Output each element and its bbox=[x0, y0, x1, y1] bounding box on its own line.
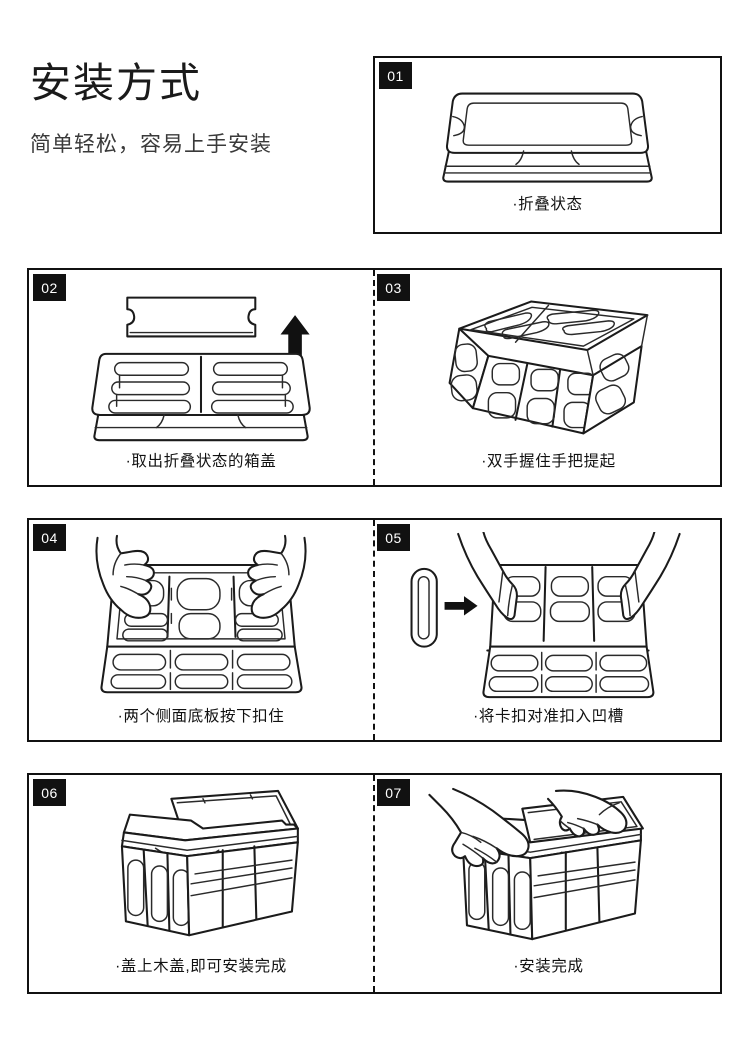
step-panel-06: 06 bbox=[29, 775, 373, 992]
step-panel-01: 01 ·折叠状态 bbox=[373, 56, 722, 234]
page-subtitle: 简单轻松，容易上手安装 bbox=[30, 133, 272, 157]
step-row-04-05: 04 bbox=[27, 518, 722, 742]
step-panel-03: 03 bbox=[373, 270, 724, 485]
step-badge-01: 01 bbox=[379, 62, 412, 89]
panel-divider bbox=[373, 520, 375, 740]
step-caption-05: ·将卡扣对准扣入凹槽 bbox=[473, 708, 624, 725]
step-caption-03: ·双手握住手把提起 bbox=[481, 453, 616, 470]
panel-divider bbox=[373, 775, 375, 992]
step-caption-04: ·两个侧面底板按下扣住 bbox=[117, 708, 285, 725]
step-caption-06: ·盖上木盖,即可安装完成 bbox=[115, 958, 287, 975]
step-badge-04: 04 bbox=[33, 524, 66, 551]
step-row-06-07: 06 bbox=[27, 773, 722, 994]
step-badge-06: 06 bbox=[33, 779, 66, 806]
step-panel-04: 04 bbox=[29, 520, 373, 740]
step-caption-01: ·折叠状态 bbox=[512, 196, 583, 213]
step-caption-02: ·取出折叠状态的箱盖 bbox=[125, 453, 277, 470]
header: 安装方式 简单轻松，容易上手安装 bbox=[30, 60, 370, 158]
step-panel-02: 02 bbox=[29, 270, 373, 485]
page-title: 安装方式 bbox=[30, 60, 202, 106]
step-badge-02: 02 bbox=[33, 274, 66, 301]
illustration-lid-removal bbox=[51, 286, 351, 446]
illustration-hands-closing-box bbox=[393, 785, 704, 953]
step-badge-05: 05 bbox=[377, 524, 410, 551]
panel-divider bbox=[373, 270, 375, 485]
illustration-folded-box bbox=[405, 84, 690, 194]
step-panel-07: 07 bbox=[373, 775, 724, 992]
step-badge-03: 03 bbox=[377, 274, 410, 301]
illustration-wooden-lid-on-box bbox=[49, 785, 353, 953]
step-row-02-03: 02 bbox=[27, 268, 722, 487]
step-badge-07: 07 bbox=[377, 779, 410, 806]
illustration-clip-into-groove bbox=[391, 532, 706, 702]
illustration-hands-pressing-panels bbox=[47, 532, 355, 702]
illustration-box-lifted bbox=[395, 286, 702, 446]
step-panel-05: 05 bbox=[373, 520, 724, 740]
step-caption-07: ·安装完成 bbox=[513, 958, 584, 975]
